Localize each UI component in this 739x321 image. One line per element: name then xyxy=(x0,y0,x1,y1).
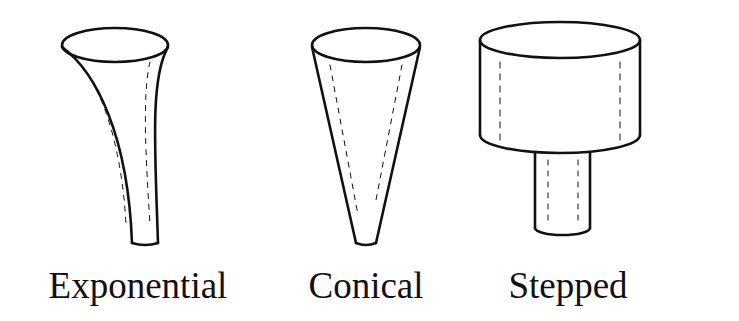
horn-label: Exponential xyxy=(49,266,228,307)
stepped-horn xyxy=(480,22,640,235)
conical-horn xyxy=(312,28,420,245)
exponential-horn xyxy=(62,28,168,245)
horn-label: Stepped xyxy=(508,266,627,307)
horn-label: Conical xyxy=(308,266,423,307)
